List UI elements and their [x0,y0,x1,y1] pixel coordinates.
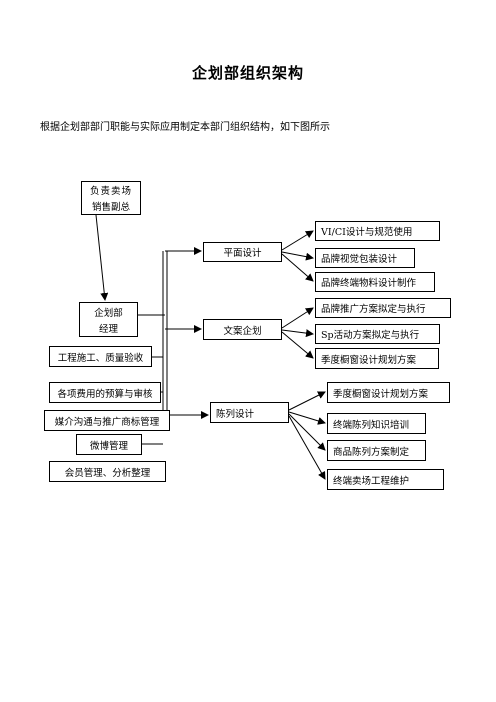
dept-wenan: 文案企划 [203,319,282,340]
task-item: 商品陈列方案制定 [327,440,426,461]
duty-label: 各项费用的预算与审核 [57,388,153,400]
dept-pingmian: 平面设计 [203,242,282,262]
duty-label: 媒介沟通与推广商标管理 [54,416,160,428]
task-label: 季度橱窗设计规划方案 [333,388,429,400]
manager-line-1: 企划部 [94,307,123,319]
task-label: 终端卖场工程维护 [333,475,410,487]
intro-text: 根据企划部部门职能与实际应用制定本部门组织结构，如下图所示 [40,122,330,133]
duty-item: 媒介沟通与推广商标管理 [44,410,170,431]
task-item: 品牌视觉包装设计 [315,248,415,268]
task-item: 季度橱窗设计规划方案 [315,348,439,369]
task-label: 终端陈列知识培训 [333,419,410,431]
task-label: 品牌推广方案拟定与执行 [321,304,426,315]
dept-label: 文案企划 [223,325,262,337]
task-label: 品牌终端物料设计制作 [321,278,417,289]
duty-item: 工程施工、质量验收 [49,346,152,367]
duty-item: 各项费用的预算与审核 [49,382,161,403]
duty-label: 会员管理、分析整理 [64,467,151,479]
vp-node: 负责卖场 销售副总 [81,181,141,215]
task-item: 终端陈列知识培训 [327,413,426,434]
task-item: 品牌推广方案拟定与执行 [315,298,451,318]
task-label: 季度橱窗设计规划方案 [321,354,417,366]
task-label: 商品陈列方案制定 [333,446,410,458]
task-label: VI/CI设计与规范使用 [321,227,413,238]
task-label: 品牌视觉包装设计 [321,254,398,265]
dept-label: 陈列设计 [216,408,255,420]
task-item: 季度橱窗设计规划方案 [327,382,450,403]
duty-label: 微博管理 [89,440,128,452]
duty-item: 微博管理 [76,434,142,455]
task-item: 品牌终端物料设计制作 [315,272,435,292]
dept-label: 平面设计 [223,248,262,259]
vp-line-1: 负责卖场 [89,186,132,197]
task-item: 终端卖场工程维护 [327,469,444,490]
duty-item: 会员管理、分析整理 [49,461,166,482]
manager-line-2: 经理 [98,323,118,335]
task-label: Sp活动方案拟定与执行 [321,330,420,341]
vp-line-2: 销售副总 [91,202,130,213]
task-item: VI/CI设计与规范使用 [315,221,440,241]
duty-label: 工程施工、质量验收 [57,352,144,364]
manager-node: 企划部 经理 [79,302,138,337]
dept-chenlie: 陈列设计 [210,402,289,423]
page-title: 企划部组织架构 [191,64,304,82]
task-item: Sp活动方案拟定与执行 [315,324,440,344]
